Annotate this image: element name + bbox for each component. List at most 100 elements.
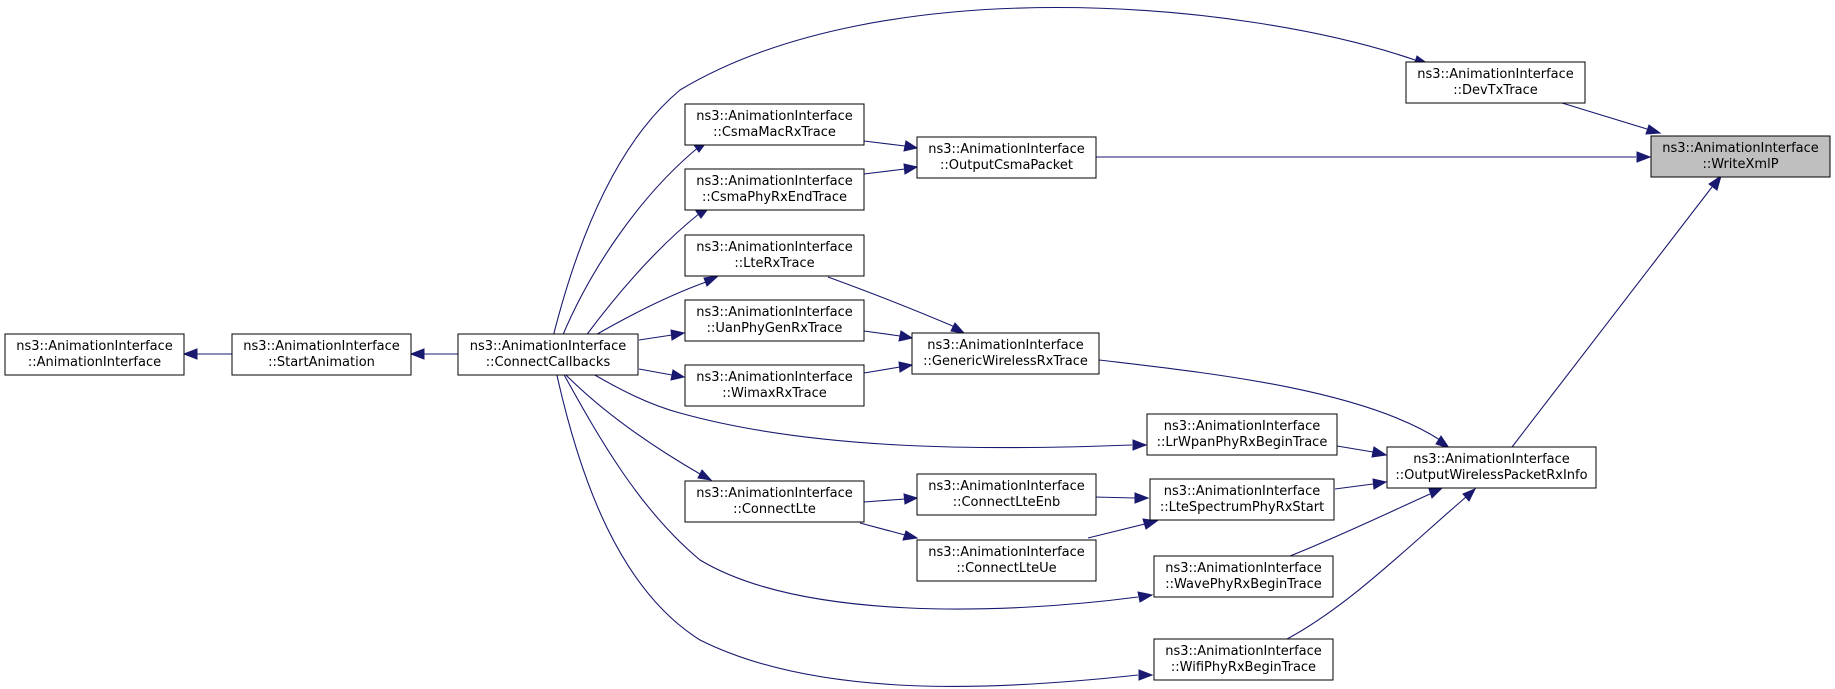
node-outputcsmapacket-line1: ns3::AnimationInterface <box>928 142 1085 157</box>
arrow-lterxtrace-connectcallbacks <box>703 275 720 287</box>
node-wavephyrxbegintrace-line2: ::WavePhyRxBeginTrace <box>1165 577 1321 592</box>
node-writexmlp-box <box>1650 135 1831 178</box>
edge-connectlteue-connectlte <box>859 522 906 536</box>
node-lterxtrace-box <box>684 234 865 277</box>
edge-wimaxrxtrace-connectcallbacks <box>638 368 673 376</box>
node-writexmlp-line1: ns3::AnimationInterface <box>1662 141 1819 156</box>
node-devtxtrace[interactable]: ns3::AnimationInterface ::DevTxTrace <box>1405 61 1586 104</box>
node-csmamacrxtrace[interactable]: ns3::AnimationInterface ::CsmaMacRxTrace <box>684 103 865 146</box>
node-uanphygenrxtrace[interactable]: ns3::AnimationInterface ::UanPhyGenRxTra… <box>684 299 865 342</box>
nodes: ns3::AnimationInterface ::WriteXmlP ns3:… <box>4 61 1831 681</box>
arrow-wavephyrxbegintrace-connectcallbacks <box>1137 591 1154 603</box>
node-csmaphyrxendtrace-line2: ::CsmaPhyRxEndTrace <box>702 190 847 205</box>
arrow-wimaxrxtrace-connectcallbacks <box>670 369 686 381</box>
edge-lrwpanphyrxbegintrace-connectcallbacks <box>587 370 1133 449</box>
edge-outputwirelesspacketrxinfo-ltespectrumphyrxstart <box>1334 483 1374 490</box>
edge-outputwirelesspacketrxinfo-lrwpanphyrxbegintrace <box>1336 445 1374 453</box>
edge-wavephyrxbegintrace-connectcallbacks <box>561 370 1139 610</box>
node-startanimation[interactable]: ns3::AnimationInterface ::StartAnimation <box>231 333 412 376</box>
node-connectlteenb[interactable]: ns3::AnimationInterface ::ConnectLteEnb <box>916 473 1097 516</box>
arrow-startanimation-animationinterface <box>182 348 198 360</box>
node-startanimation-line2: ::StartAnimation <box>268 355 375 370</box>
node-wavephyrxbegintrace[interactable]: ns3::AnimationInterface ::WavePhyRxBegin… <box>1153 555 1334 598</box>
edge-lterxtrace-connectcallbacks <box>591 281 707 338</box>
node-ltespectrumphyrxstart-line1: ns3::AnimationInterface <box>1164 484 1321 499</box>
arrow-writexmlp-outputwirelesspacketrxinfo <box>1708 174 1722 191</box>
arrow-outputwirelesspacketrxinfo-ltespectrumphyrxstart <box>1372 478 1388 490</box>
node-genericwirelessrxtrace[interactable]: ns3::AnimationInterface ::GenericWireles… <box>911 332 1100 375</box>
node-connectlte-box <box>684 480 865 523</box>
node-wimaxrxtrace[interactable]: ns3::AnimationInterface ::WimaxRxTrace <box>684 364 865 407</box>
node-wavephyrxbegintrace-line1: ns3::AnimationInterface <box>1165 561 1322 576</box>
node-connectcallbacks-line1: ns3::AnimationInterface <box>470 339 627 354</box>
arrow-connectlteue-connectlte <box>902 530 919 541</box>
node-csmaphyrxendtrace-line1: ns3::AnimationInterface <box>696 174 853 189</box>
edge-outputwirelesspacketrxinfo-genericwirelessrxtrace <box>1098 359 1441 441</box>
node-lrwpanphyrxbegintrace-line2: ::LrWpanPhyRxBeginTrace <box>1157 435 1328 450</box>
node-connectcallbacks[interactable]: ns3::AnimationInterface ::ConnectCallbac… <box>457 333 639 376</box>
arrow-outputwirelesspacketrxinfo-wavephyrxbegintrace <box>1428 487 1444 499</box>
edge-ltespectrumphyrxstart-connectlteue <box>1087 523 1146 539</box>
arrow-uanphygenrxtrace-connectcallbacks <box>670 329 686 341</box>
arrow-outputwirelesspacketrxinfo-genericwirelessrxtrace <box>1435 435 1451 449</box>
node-animationinterface-line1: ns3::AnimationInterface <box>16 339 173 354</box>
node-wifiphyrxbegintrace[interactable]: ns3::AnimationInterface ::WifiPhyRxBegin… <box>1153 638 1334 681</box>
node-csmamacrxtrace-line1: ns3::AnimationInterface <box>696 109 853 124</box>
edge-outputwirelesspacketrxinfo-wifiphyrxbegintrace <box>1286 496 1467 640</box>
node-connectlteenb-line2: ::ConnectLteEnb <box>953 495 1061 510</box>
node-writexmlp[interactable]: ns3::AnimationInterface ::WriteXmlP <box>1650 135 1831 178</box>
node-ltespectrumphyrxstart-line2: ::LteSpectrumPhyRxStart <box>1160 500 1324 515</box>
edge-genericwirelessrxtrace-wimaxrxtrace <box>863 366 901 374</box>
node-lrwpanphyrxbegintrace[interactable]: ns3::AnimationInterface ::LrWpanPhyRxBeg… <box>1146 413 1338 456</box>
arrow-genericwirelessrxtrace-uanphygenrxtrace <box>898 330 914 342</box>
node-genericwirelessrxtrace-line1: ns3::AnimationInterface <box>927 338 1084 353</box>
node-writexmlp-line2: ::WriteXmlP <box>1702 157 1778 172</box>
node-outputwirelesspacketrxinfo-line2: ::OutputWirelessPacketRxInfo <box>1395 468 1587 483</box>
node-connectlteue[interactable]: ns3::AnimationInterface ::ConnectLteUe <box>916 539 1097 582</box>
node-genericwirelessrxtrace-line2: ::GenericWirelessRxTrace <box>923 354 1088 369</box>
edge-writexmlp-devtxtrace <box>1561 102 1648 130</box>
node-connectcallbacks-line2: ::ConnectCallbacks <box>486 355 611 370</box>
node-csmaphyrxendtrace-box <box>684 168 865 211</box>
edge-wifiphyrxbegintrace-connectcallbacks <box>555 370 1139 687</box>
edge-outputcsmapacket-csmamacrxtrace <box>863 140 906 147</box>
edge-connectlteenb-connectlte <box>863 498 906 503</box>
edge-csmamacrxtrace-connectcallbacks <box>561 145 701 338</box>
arrow-genericwirelessrxtrace-wimaxrxtrace <box>898 361 914 373</box>
node-wifiphyrxbegintrace-box <box>1153 638 1334 681</box>
node-ltespectrumphyrxstart-box <box>1149 478 1335 521</box>
node-connectlteue-box <box>916 539 1097 582</box>
node-connectlte-line2: ::ConnectLte <box>733 502 816 517</box>
node-outputcsmapacket-line2: ::OutputCsmaPacket <box>940 158 1073 173</box>
node-connectlteue-line2: ::ConnectLteUe <box>956 561 1056 576</box>
node-csmamacrxtrace-line2: ::CsmaMacRxTrace <box>713 125 836 140</box>
arrow-outputcsmapacket-csmaphyrxendtrace <box>903 163 919 175</box>
node-outputwirelesspacketrxinfo[interactable]: ns3::AnimationInterface ::OutputWireless… <box>1386 446 1597 489</box>
node-uanphygenrxtrace-line1: ns3::AnimationInterface <box>696 305 853 320</box>
node-outputcsmapacket[interactable]: ns3::AnimationInterface ::OutputCsmaPack… <box>916 136 1097 179</box>
node-uanphygenrxtrace-line2: ::UanPhyGenRxTrace <box>707 321 843 336</box>
edge-genericwirelessrxtrace-lterxtrace <box>827 276 956 328</box>
node-connectlteenb-box <box>916 473 1097 516</box>
arrow-wifiphyrxbegintrace-connectcallbacks <box>1138 669 1154 681</box>
arrow-writexmlp-outputcsmapacket <box>1636 151 1652 163</box>
node-outputwirelesspacketrxinfo-line1: ns3::AnimationInterface <box>1413 452 1570 467</box>
node-connectlte[interactable]: ns3::AnimationInterface ::ConnectLte <box>684 480 865 523</box>
edge-uanphygenrxtrace-connectcallbacks <box>638 334 673 341</box>
edge-outputcsmapacket-csmaphyrxendtrace <box>863 168 906 175</box>
node-csmaphyrxendtrace[interactable]: ns3::AnimationInterface ::CsmaPhyRxEndTr… <box>684 168 865 211</box>
arrow-ltespectrumphyrxstart-connectlteenb <box>1134 492 1150 504</box>
node-outputwirelesspacketrxinfo-box <box>1386 446 1597 489</box>
arrow-lrwpanphyrxbegintrace-connectcallbacks <box>1132 439 1148 451</box>
arrow-connectlte-connectcallbacks <box>697 469 713 481</box>
node-startanimation-box <box>231 333 412 376</box>
arrow-writexmlp-devtxtrace <box>1645 124 1662 135</box>
node-animationinterface[interactable]: ns3::AnimationInterface ::AnimationInter… <box>4 333 185 376</box>
node-ltespectrumphyrxstart[interactable]: ns3::AnimationInterface ::LteSpectrumPhy… <box>1149 478 1335 521</box>
node-outputcsmapacket-box <box>916 136 1097 179</box>
edge-outputwirelesspacketrxinfo-wavephyrxbegintrace <box>1289 493 1431 557</box>
arrow-outputwirelesspacketrxinfo-lrwpanphyrxbegintrace <box>1371 446 1388 458</box>
node-lterxtrace[interactable]: ns3::AnimationInterface ::LteRxTrace <box>684 234 865 277</box>
node-csmamacrxtrace-box <box>684 103 865 146</box>
